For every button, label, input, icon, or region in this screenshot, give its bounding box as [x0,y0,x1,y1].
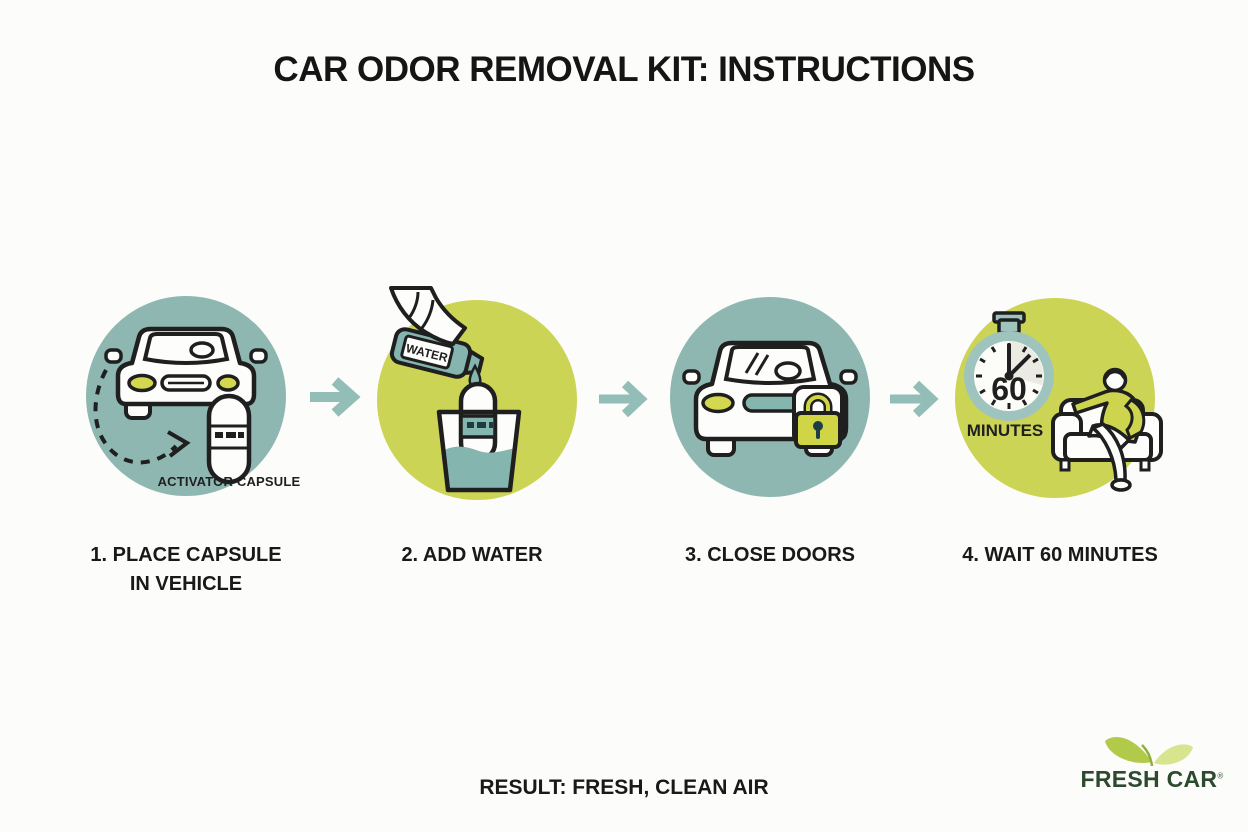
water-pour-icon: WATER [377,286,577,500]
arrow-right-icon [310,377,361,417]
step-1-label: 1. PLACE CAPSULE IN VEHICLE [90,544,282,595]
page-title: CAR ODOR REMOVAL KIT: INSTRUCTIONS [273,50,975,89]
step-1-place-capsule: ACTIVATOR CAPSULE [76,286,300,506]
brand-name-text: FRESH CAR [1080,766,1218,792]
result-text: RESULT: FRESH, CLEAN AIR [479,776,769,799]
step-3-close-doors [660,287,880,507]
activator-capsule-label: ACTIVATOR CAPSULE [157,474,301,489]
step-2-add-water: WATER [367,286,587,510]
registered-mark: ® [1217,771,1224,781]
stopwatch-couch-icon: 60 MINUTES [955,298,1163,498]
car-capsule-icon [86,296,286,496]
leaf-icon [1105,737,1193,766]
car-lock-icon [670,297,870,497]
step-4-label: 4. WAIT 60 MINUTES [962,544,1158,566]
step-2-label: 2. ADD WATER [401,544,543,566]
timer-value: 60 [991,371,1027,407]
brand-logo: FRESH CAR® [1080,726,1223,793]
arrow-right-icon [599,380,648,418]
timer-unit: MINUTES [967,421,1044,440]
step-4-wait-60-minutes: 60 MINUTES [945,288,1165,508]
step-3-label: 3. CLOSE DOORS [684,544,856,566]
brand-name: FRESH CAR® [1080,766,1223,793]
arrow-right-icon [890,380,939,418]
